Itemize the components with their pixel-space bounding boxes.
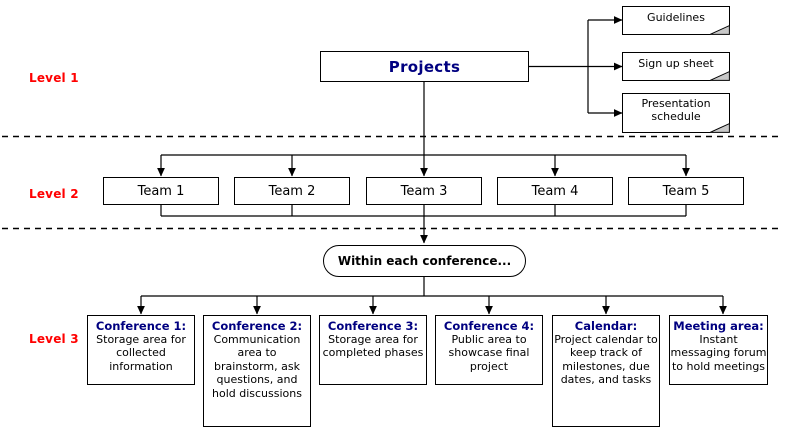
node-projects-label: Projects: [388, 57, 461, 76]
node-team-3[interactable]: Team 3: [366, 177, 482, 205]
node-conference-3[interactable]: Conference 3: Storage area for completed…: [319, 315, 427, 385]
node-team-label: Team 1: [137, 183, 185, 199]
level-label-3: Level 3: [29, 332, 79, 346]
node-conference-title: Calendar:: [574, 319, 638, 333]
node-conference-1[interactable]: Conference 1: Storage area for collected…: [87, 315, 195, 385]
node-conference-body: Instant messaging forum to hold meetings: [670, 333, 767, 373]
node-conference-body: Public area to showcase final project: [448, 333, 530, 373]
node-conference-body: Storage area for collected information: [96, 333, 186, 373]
node-conference-4[interactable]: Conference 4: Public area to showcase fi…: [435, 315, 543, 385]
node-conference-title: Meeting area:: [673, 319, 764, 333]
node-document-sign-up-sheet[interactable]: Sign up sheet: [622, 52, 730, 81]
node-team-label: Team 2: [268, 183, 316, 199]
node-hub-label: Within each conference...: [337, 254, 512, 268]
node-projects[interactable]: Projects: [320, 51, 529, 82]
node-team-label: Team 4: [531, 183, 579, 199]
node-conference-body: Storage area for completed phases: [322, 333, 424, 360]
node-conference-title: Conference 2:: [211, 319, 303, 333]
level-label-1: Level 1: [29, 71, 79, 85]
level-label-2: Level 2: [29, 187, 79, 201]
node-team-5[interactable]: Team 5: [628, 177, 744, 205]
node-conference-title: Conference 4:: [443, 319, 535, 333]
node-conference-title: Conference 1:: [95, 319, 187, 333]
node-team-4[interactable]: Team 4: [497, 177, 613, 205]
node-team-label: Team 3: [400, 183, 448, 199]
node-conference-body: Project calendar to keep track of milest…: [554, 333, 658, 387]
node-team-1[interactable]: Team 1: [103, 177, 219, 205]
node-document-guidelines[interactable]: Guidelines: [622, 6, 730, 35]
node-meeting-area[interactable]: Meeting area: Instant messaging forum to…: [669, 315, 768, 385]
node-document-label: Sign up sheet: [638, 57, 714, 71]
node-conference-title: Conference 3:: [327, 319, 419, 333]
page-fold-icon: [709, 24, 730, 35]
node-calendar[interactable]: Calendar: Project calendar to keep track…: [552, 315, 660, 427]
node-document-presentation-schedule[interactable]: Presentation schedule: [622, 93, 730, 133]
node-team-2[interactable]: Team 2: [234, 177, 350, 205]
page-fold-icon: [709, 122, 730, 133]
node-conference-body: Communication area to brainstorm, ask qu…: [212, 333, 302, 400]
node-document-label: Presentation schedule: [641, 97, 711, 123]
node-team-label: Team 5: [662, 183, 710, 199]
node-conference-2[interactable]: Conference 2: Communication area to brai…: [203, 315, 311, 427]
node-document-label: Guidelines: [647, 11, 705, 25]
node-hub-within-each-conference[interactable]: Within each conference...: [323, 245, 526, 277]
